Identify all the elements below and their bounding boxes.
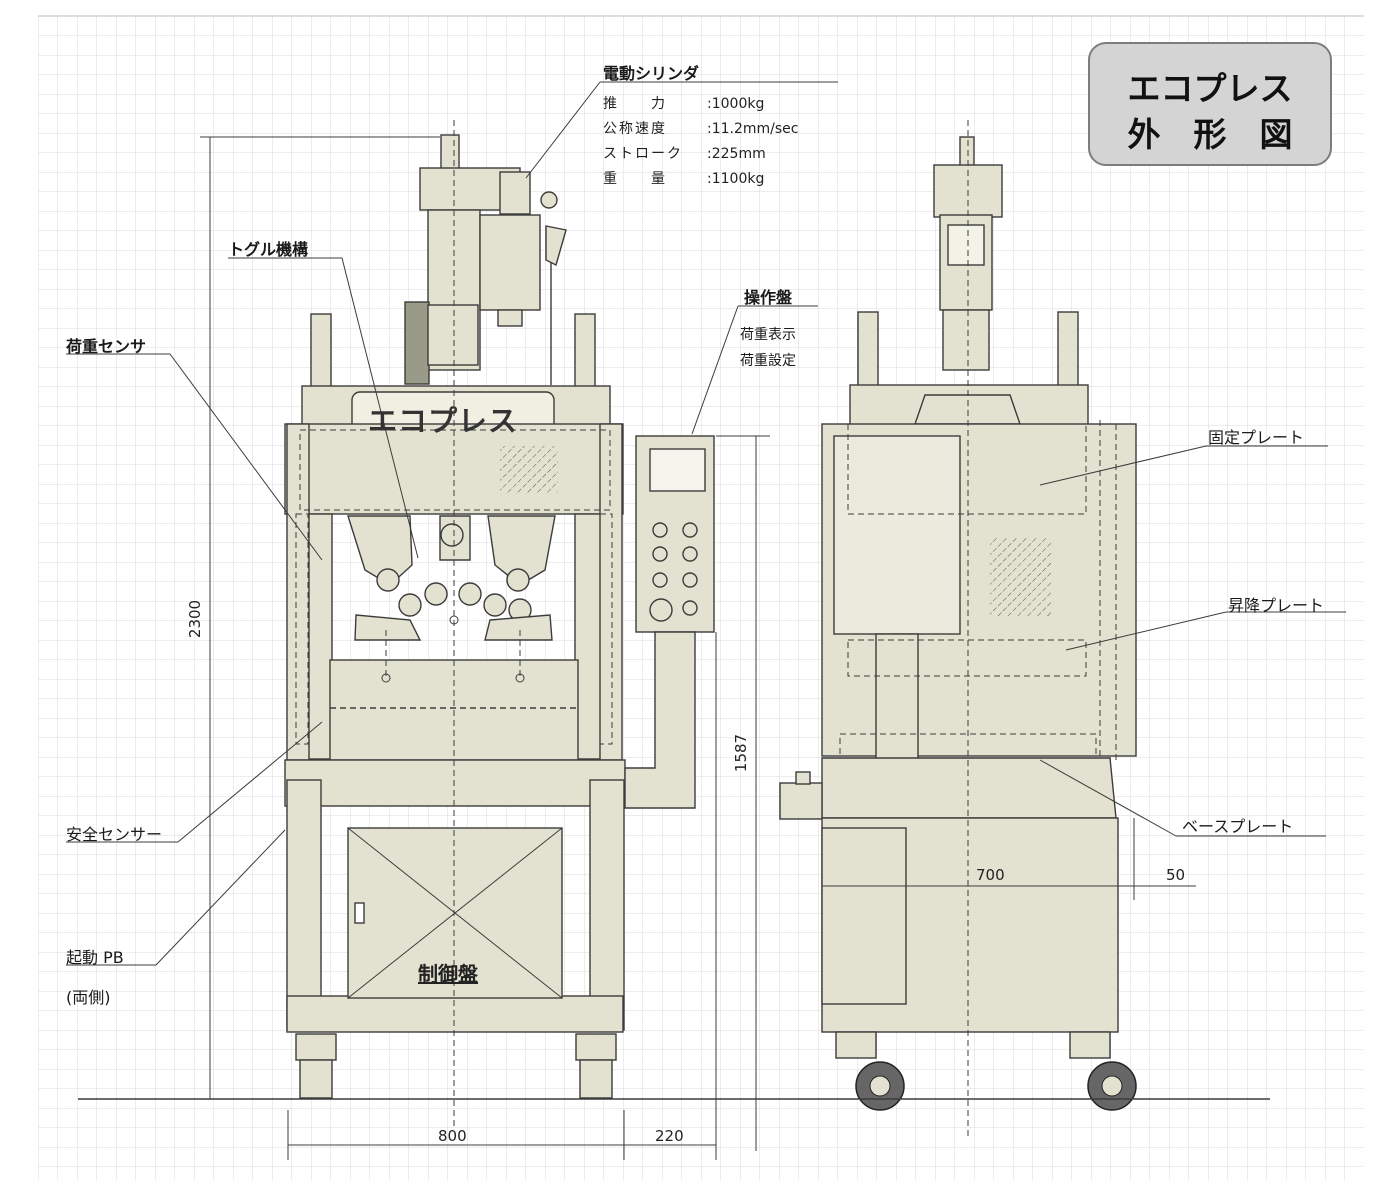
spec-row: 重 量:1100kg xyxy=(603,167,799,192)
spec-key: 公称速度 xyxy=(603,121,667,137)
spec-value: 1000kg xyxy=(711,96,765,112)
spec-key: ストローク xyxy=(603,146,683,162)
base-plate-label: ベースプレート xyxy=(1182,817,1294,836)
spec-row: 公称速度:11.2mm/sec xyxy=(603,117,799,142)
title-box: エコプレス 外 形 図 xyxy=(1088,42,1332,166)
cylinder-spec-list: 推 力:1000kg 公称速度:11.2mm/sec ストローク:225mm 重… xyxy=(603,92,799,192)
both-sides-label: (両側) xyxy=(66,988,111,1007)
cylinder-shaft-top xyxy=(440,134,460,170)
spec-key: 推 力 xyxy=(603,96,667,112)
load-setting-label: 荷重設定 xyxy=(740,353,796,369)
base-plate-front xyxy=(284,759,626,807)
side-base-plate xyxy=(821,757,1117,819)
load-display-label: 荷重表示 xyxy=(740,327,796,343)
front-view xyxy=(284,134,715,1099)
toggle-label: トグル機構 xyxy=(228,240,309,259)
spec-key: 重 量 xyxy=(603,171,667,187)
control-panel-label: 制御盤 xyxy=(418,962,478,986)
safety-sensor-label: 安全センサー xyxy=(66,825,163,844)
cylinder-motor xyxy=(479,214,541,311)
fixed-plate-label: 固定プレート xyxy=(1208,428,1305,447)
dim-50: 50 xyxy=(1166,866,1186,884)
machine-name-plate: エコプレス xyxy=(368,404,519,438)
load-sensor-label: 荷重センサ xyxy=(66,337,147,356)
dimension-lines xyxy=(200,136,1196,1160)
cylinder-label: 電動シリンダ xyxy=(603,64,700,83)
side-view xyxy=(779,136,1137,1059)
dim-1587: 1587 xyxy=(732,733,751,773)
dim-total-height: 2300 xyxy=(186,599,205,639)
spec-value: 225mm xyxy=(711,146,766,162)
spec-row: ストローク:225mm xyxy=(603,142,799,167)
dim-220: 220 xyxy=(655,1127,684,1145)
start-pb-label: 起動 PB xyxy=(66,948,124,967)
lift-plate-label: 昇降プレート xyxy=(1228,596,1325,615)
dim-700: 700 xyxy=(976,866,1005,884)
operation-panel-label: 操作盤 xyxy=(744,288,793,307)
fixed-plate-front xyxy=(284,423,624,515)
leader-lines xyxy=(66,81,1346,966)
spec-row: 推 力:1000kg xyxy=(603,92,799,117)
spec-value: 11.2mm/sec xyxy=(711,121,799,137)
title-line-1: エコプレス xyxy=(1127,69,1293,108)
panel-arm xyxy=(624,631,696,809)
spec-value: 1100kg xyxy=(711,171,765,187)
title-line-2: 外 形 図 xyxy=(1127,115,1293,154)
dim-800: 800 xyxy=(438,1127,467,1145)
